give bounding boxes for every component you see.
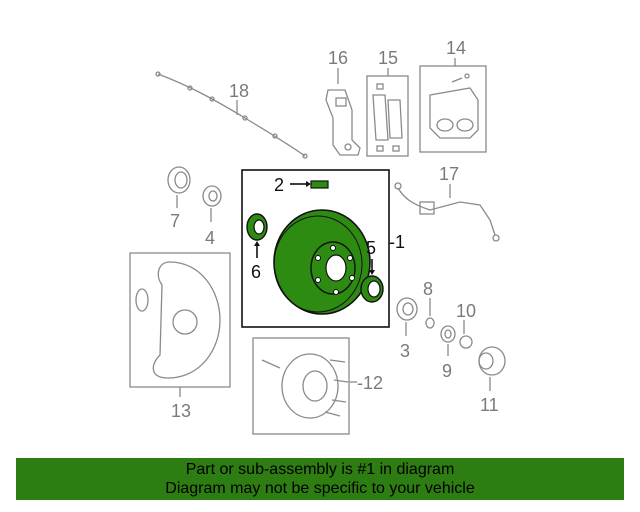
part-1-rotor[interactable] (273, 209, 371, 315)
callout-10: 10 (456, 301, 476, 321)
callout-17: 17 (439, 164, 459, 184)
part-10-cap[interactable] (459, 320, 473, 349)
part-14-caliper[interactable] (419, 58, 487, 153)
callout-2: 2 (274, 175, 284, 195)
callout-16: 16 (328, 48, 348, 68)
part-13-dust-shield[interactable] (129, 252, 231, 397)
callout-15: 15 (378, 48, 398, 68)
part-5-seal[interactable] (360, 259, 384, 303)
callout-6: 6 (251, 262, 261, 282)
part-11-grease-cap[interactable] (478, 346, 506, 391)
banner-line-1: Part or sub-assembly is #1 in diagram (185, 461, 455, 478)
callout-3: 3 (400, 341, 410, 361)
callout-13: 13 (171, 401, 191, 421)
callout-7: 7 (170, 211, 180, 231)
part-6-seal[interactable] (246, 213, 268, 258)
part-12-hub[interactable] (252, 337, 357, 435)
callout-4: 4 (205, 228, 215, 248)
part-4-bearing[interactable] (202, 185, 222, 222)
part-17-sensor[interactable] (394, 182, 500, 242)
parts-diagram: 18 16 15 14 7 4 (129, 38, 506, 435)
part-16-caliper-bracket[interactable] (325, 68, 361, 156)
part-3-nut[interactable] (396, 297, 418, 336)
part-2-stud[interactable] (290, 180, 329, 189)
callout-18: 18 (229, 81, 249, 101)
part-7-seal[interactable] (167, 166, 191, 208)
part-15-brake-pads[interactable] (366, 68, 409, 157)
part-8-washer[interactable] (425, 298, 435, 329)
assembly-1-box (241, 169, 390, 328)
callout-9: 9 (442, 361, 452, 381)
callout-8: 8 (423, 279, 433, 299)
callout-12: -12 (357, 373, 383, 393)
callout-5: 5 (366, 238, 376, 258)
banner-line-2: Diagram may not be specific to your vehi… (165, 480, 475, 497)
info-banner: Part or sub-assembly is #1 in diagram Di… (16, 458, 624, 500)
part-9-nut[interactable] (440, 325, 456, 356)
callout-1: -1 (389, 232, 405, 252)
callout-14: 14 (446, 38, 466, 58)
part-18-wire[interactable] (155, 71, 308, 159)
callout-11: 11 (480, 395, 499, 415)
